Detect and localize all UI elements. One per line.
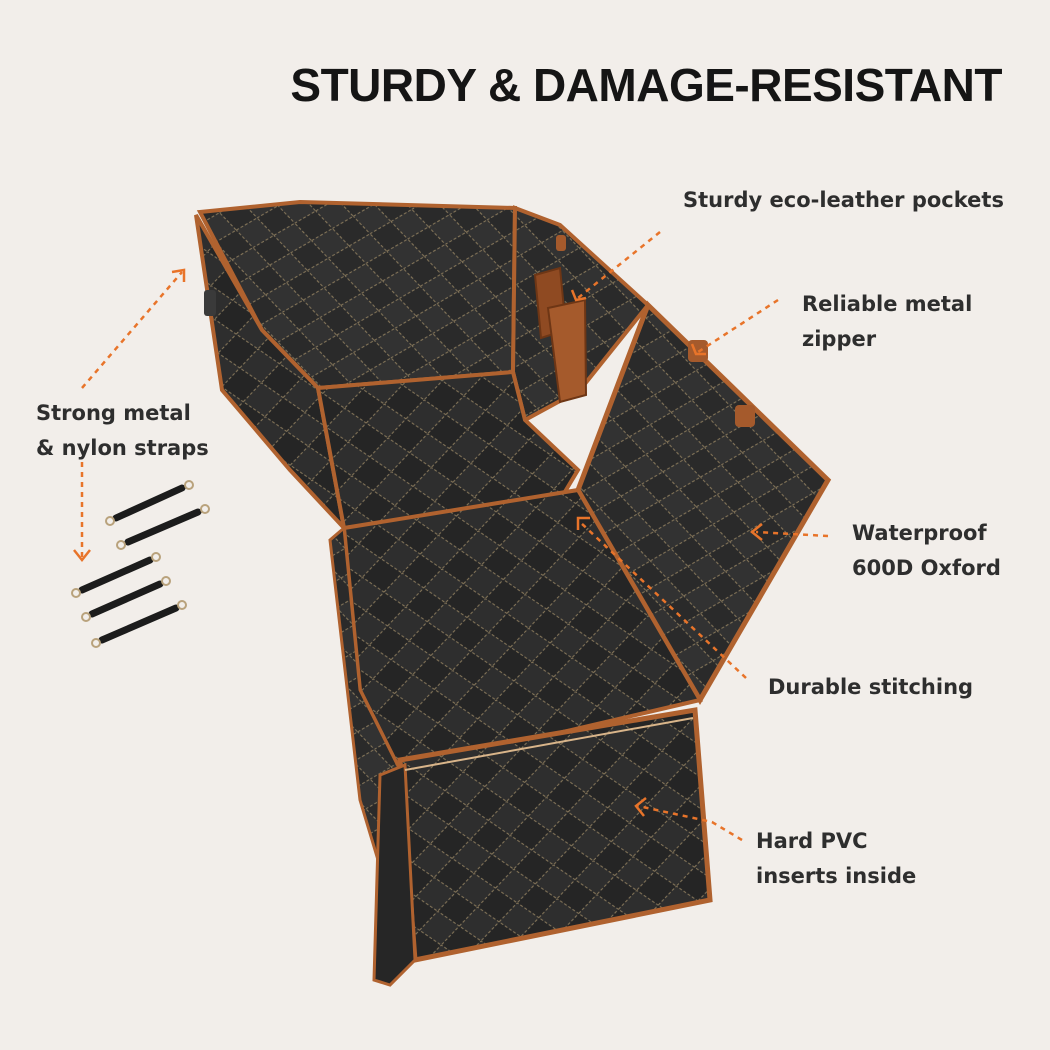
- callout-pockets: Sturdy eco-leather pockets: [683, 183, 1004, 218]
- callout-straps: Strong metal & nylon straps: [36, 396, 209, 466]
- callout-pockets-line-1: Sturdy eco-leather pockets: [683, 188, 1004, 212]
- pocket-icon: [533, 266, 588, 404]
- callout-oxford-line-1: Waterproof: [852, 521, 987, 545]
- callout-stitching: Durable stitching: [768, 670, 973, 705]
- seat-cover: [194, 199, 832, 987]
- callout-pvc-line-1: Hard PVC: [756, 829, 868, 853]
- zipper-line: [404, 717, 694, 771]
- callout-oxford: Waterproof 600D Oxford: [852, 516, 1001, 586]
- strap-icon: [78, 484, 202, 644]
- callout-straps-line-1: Strong metal: [36, 401, 191, 425]
- callout-straps-line-2: & nylon straps: [36, 436, 209, 460]
- dashed-arrow-icon: [80, 231, 829, 842]
- strap-clip-icon: [71, 480, 210, 648]
- callout-oxford-line-2: 600D Oxford: [852, 556, 1001, 580]
- callout-pvc: Hard PVC inserts inside: [756, 824, 916, 894]
- callout-zipper: Reliable metal zipper: [802, 287, 972, 357]
- callout-zipper-line-1: Reliable metal: [802, 292, 973, 316]
- callout-pvc-line-2: inserts inside: [756, 864, 917, 888]
- front-bottom-flap: [372, 762, 417, 987]
- page-title: STURDY & DAMAGE-RESISTANT: [290, 59, 1002, 111]
- arrowhead-icon: [73, 268, 763, 817]
- callout-zipper-line-2: zipper: [802, 327, 877, 351]
- callout-stitching-line-1: Durable stitching: [768, 675, 974, 699]
